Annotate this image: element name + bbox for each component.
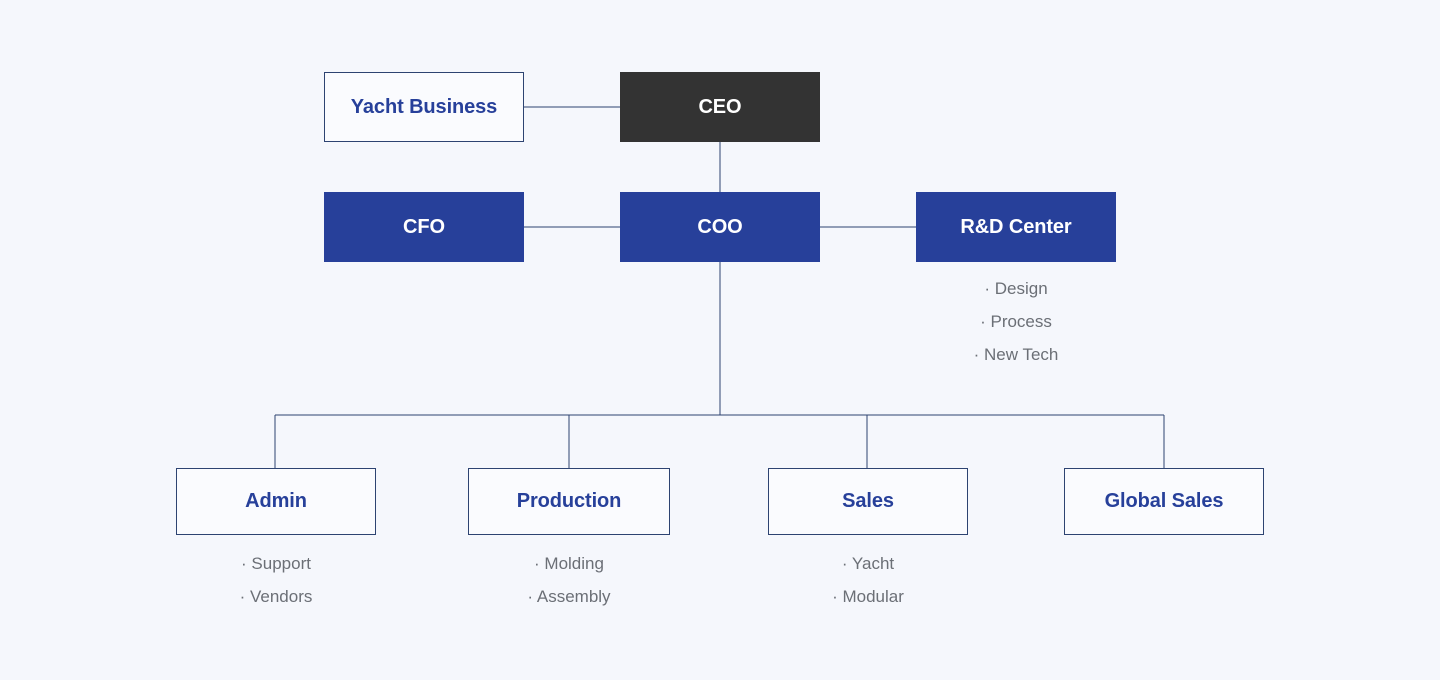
node-rd-center-label: R&D Center [960, 215, 1072, 238]
node-rd-center[interactable]: R&D Center [916, 192, 1116, 262]
bullet-list-admin: · Support · Vendors [176, 547, 376, 613]
node-production-label: Production [516, 490, 622, 512]
node-admin[interactable]: Admin [176, 468, 376, 535]
node-cfo[interactable]: CFO [324, 192, 524, 262]
bullet-list-rd-center: · Design · Process · New Tech [916, 272, 1116, 371]
node-admin-label: Admin [245, 490, 307, 512]
node-yacht-business-label: Yacht Business [350, 95, 498, 118]
node-global-sales[interactable]: Global Sales [1064, 468, 1264, 535]
node-ceo-label: CEO [698, 95, 742, 118]
list-item: · Molding [534, 554, 604, 573]
node-sales[interactable]: Sales [768, 468, 968, 535]
node-ceo[interactable]: CEO [620, 72, 820, 142]
node-production[interactable]: Production [468, 468, 670, 535]
node-coo[interactable]: COO [620, 192, 820, 262]
bullet-list-sales: · Yacht · Modular [768, 547, 968, 613]
bullet-list-production: · Molding · Assembly [468, 547, 670, 613]
list-item: · Design [984, 279, 1048, 298]
node-coo-label: COO [697, 215, 743, 238]
list-item: · Yacht [841, 554, 895, 573]
node-cfo-label: CFO [403, 215, 445, 238]
node-yacht-business[interactable]: Yacht Business [324, 72, 524, 142]
list-item: · Process [980, 312, 1052, 331]
node-global-sales-label: Global Sales [1104, 490, 1224, 512]
list-item: · New Tech [973, 345, 1059, 364]
node-sales-label: Sales [842, 490, 894, 512]
list-item: · Modular [832, 587, 904, 606]
list-item: · Support [241, 554, 311, 573]
list-item: · Vendors [239, 587, 313, 606]
list-item: · Assembly [527, 587, 611, 606]
